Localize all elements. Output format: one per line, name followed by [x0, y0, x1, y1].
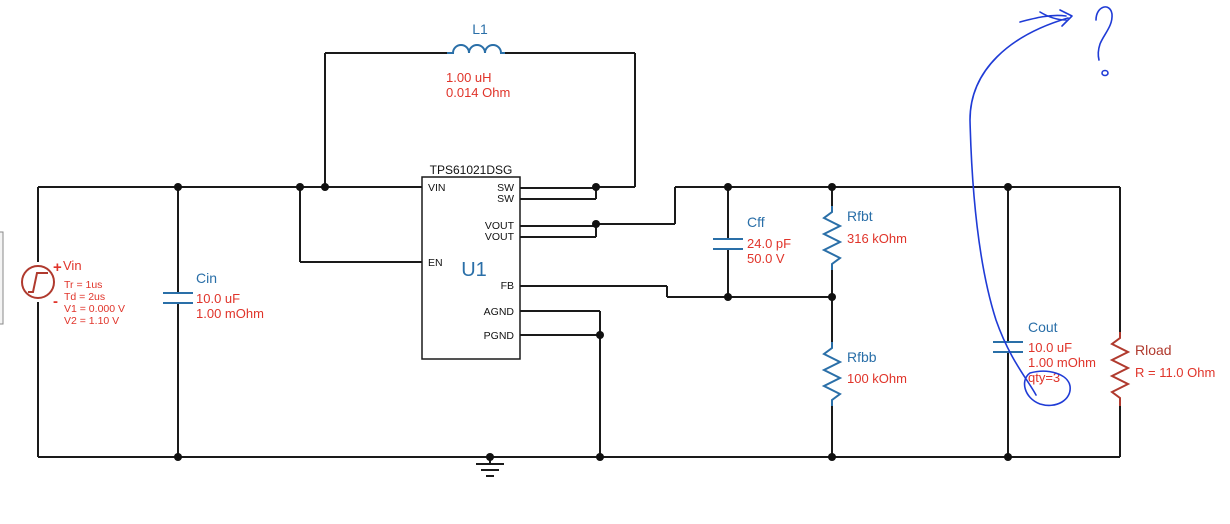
pin-pgnd: PGND [484, 330, 515, 342]
resistor-rload[interactable]: Rload R = 11.0 Ohm [1109, 332, 1215, 406]
vin-v1: V1 = 0.000 V [64, 303, 125, 315]
cin-ref: Cin [196, 270, 217, 286]
ground-icon [476, 463, 504, 477]
pin-en: EN [428, 257, 443, 269]
pin-vout-1: VOUT [485, 220, 515, 232]
resistor-rfbb[interactable]: Rfbb 100 kOhm [821, 342, 907, 406]
cff-voltage: 50.0 V [747, 251, 785, 266]
pin-sw-2: SW [497, 193, 514, 205]
vin-v2: V2 = 1.10 V [64, 315, 119, 327]
resistor-rfbt[interactable]: Rfbt 316 kOhm [821, 206, 907, 270]
rload-ref: Rload [1135, 342, 1172, 358]
capacitor-cin[interactable]: Cin 10.0 uF 1.00 mOhm [163, 270, 264, 321]
vin-minus: - [53, 293, 58, 310]
l1-value: 1.00 uH [446, 70, 492, 85]
side-panel-edge [0, 231, 4, 325]
cout-ref: Cout [1028, 319, 1058, 335]
rfbb-ref: Rfbb [847, 349, 877, 365]
capacitor-cout[interactable]: Cout 10.0 uF 1.00 mOhm qty=3 [993, 319, 1096, 385]
cout-value: 10.0 uF [1028, 340, 1072, 355]
ic-reference: U1 [461, 259, 487, 281]
capacitor-cff[interactable]: Cff 24.0 pF 50.0 V [713, 214, 791, 266]
inductor-icon [447, 44, 505, 54]
l1-resistance: 0.014 Ohm [446, 85, 510, 100]
source-vin[interactable]: + - Vin Tr = 1us Td = 2us V1 = 0.000 V V… [21, 258, 125, 327]
cin-esr: 1.00 mOhm [196, 306, 264, 321]
wires [37, 52, 1121, 463]
vin-tr: Tr = 1us [64, 279, 102, 291]
capacitor-icon [163, 292, 193, 304]
pin-sw-1: SW [497, 182, 514, 194]
capacitor-icon [713, 238, 743, 250]
vin-ref: Vin [63, 258, 82, 273]
vin-td: Td = 2us [64, 291, 105, 303]
hand-drawn-question-arrow [969, 6, 1113, 407]
l1-ref: L1 [472, 21, 488, 37]
ic-body [421, 176, 521, 360]
rload-value: R = 11.0 Ohm [1135, 365, 1215, 380]
junctions [174, 183, 1012, 461]
cff-value: 24.0 pF [747, 236, 791, 251]
cout-quantity: qty=3 [1028, 370, 1060, 385]
resistor-icon [821, 342, 843, 406]
ic-u1[interactable]: TPS61021DSG U1 VIN EN SW SW VOUT VOUT FB… [421, 163, 521, 360]
capacitor-icon [993, 341, 1023, 353]
resistor-icon [1109, 332, 1131, 406]
pulse-source-icon [21, 265, 55, 299]
pin-agnd: AGND [484, 306, 515, 318]
cin-value: 10.0 uF [196, 291, 240, 306]
pin-fb: FB [501, 280, 514, 292]
resistor-icon [821, 206, 843, 270]
rfbb-value: 100 kOhm [847, 371, 907, 386]
inductor-l1[interactable]: L1 1.00 uH 0.014 Ohm [446, 21, 510, 100]
pin-vout-2: VOUT [485, 231, 515, 243]
ic-part-number: TPS61021DSG [430, 163, 513, 177]
vin-plus: + [53, 259, 62, 276]
rfbt-ref: Rfbt [847, 208, 873, 224]
rfbt-value: 316 kOhm [847, 231, 907, 246]
cout-esr: 1.00 mOhm [1028, 355, 1096, 370]
pin-vin: VIN [428, 182, 446, 194]
cff-ref: Cff [747, 214, 765, 230]
